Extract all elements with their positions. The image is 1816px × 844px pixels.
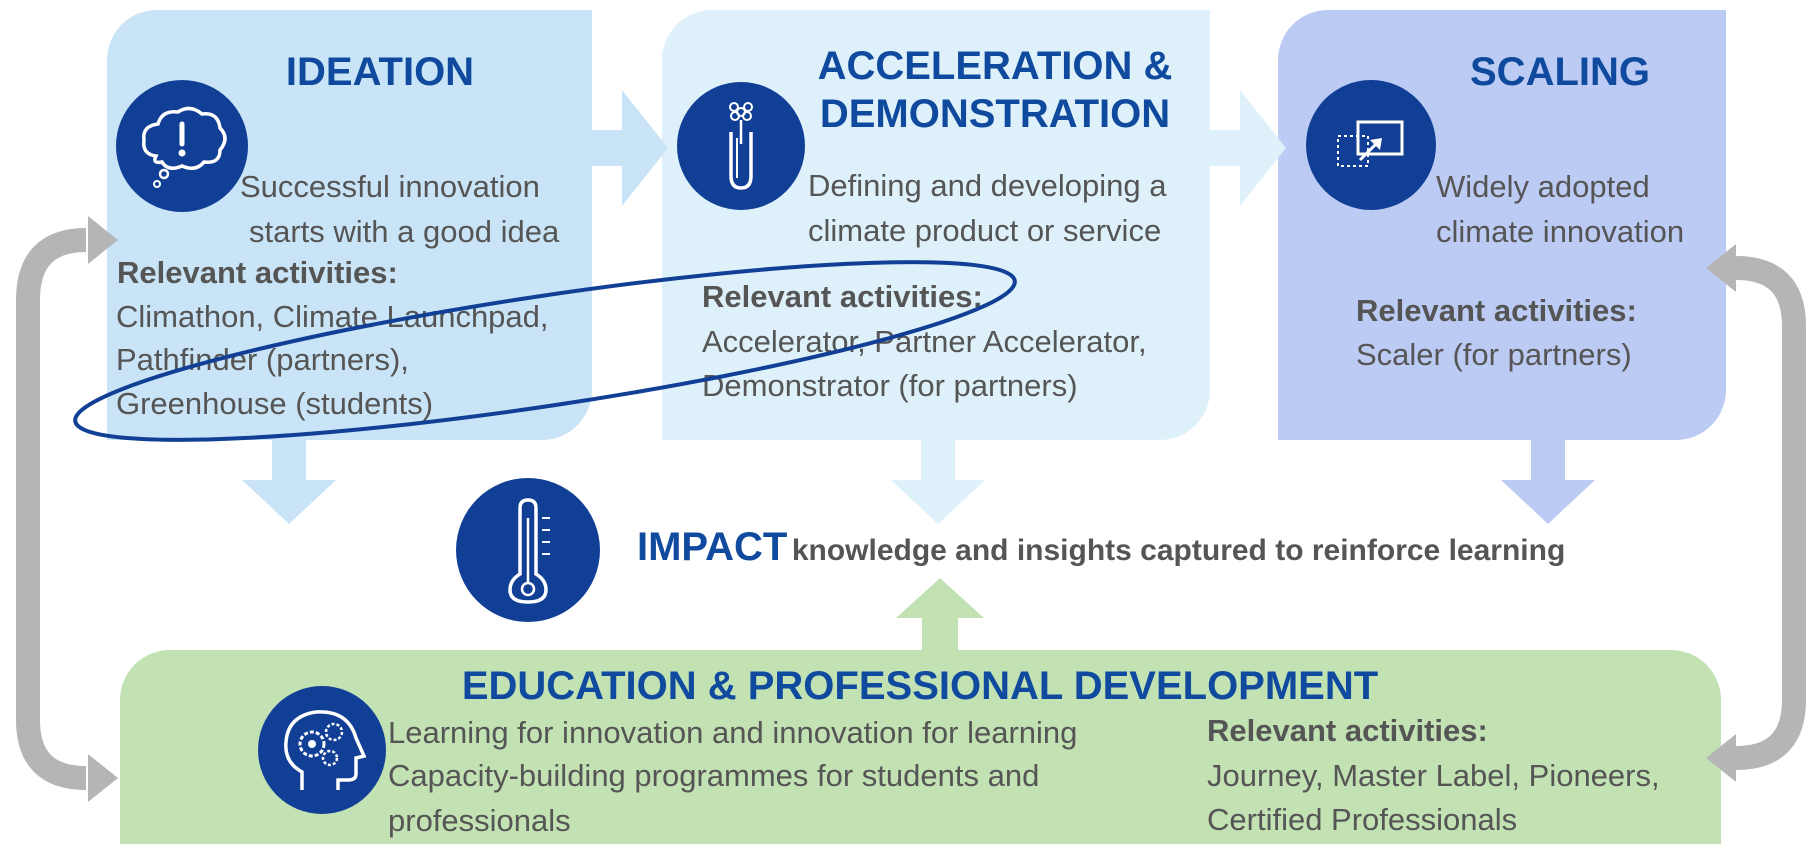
scaling-title: SCALING: [1470, 50, 1650, 94]
acceleration-to-scaling-arrow: [1210, 90, 1286, 206]
education-description-1: Learning for innovation and innovation f…: [388, 715, 1078, 750]
ideation-to-impact-arrow: [242, 440, 336, 524]
thermometer-icon: [508, 498, 550, 604]
ideation-activities-label: Relevant activities:: [117, 255, 398, 290]
left-cycle-arrowhead-top: [88, 216, 118, 264]
education-stage-box: [120, 650, 1721, 844]
acceleration-activities-label: Relevant activities:: [702, 279, 983, 314]
education-activity-1: Journey, Master Label, Pioneers,: [1207, 758, 1660, 793]
education-to-impact-arrow: [896, 578, 984, 650]
head-gears-icon: [284, 710, 367, 790]
acceleration-to-impact-arrow: [891, 440, 985, 524]
right-cycle-arrowhead-bottom: [1706, 734, 1736, 782]
acceleration-tagline-line2: climate product or service: [808, 213, 1162, 248]
ideation-title: IDEATION: [285, 50, 475, 94]
impact-icon-circle: [456, 478, 600, 622]
scaling-icon-circle: [1306, 80, 1436, 210]
scaling-tagline-line1: Widely adopted: [1436, 169, 1650, 204]
scaling-activity-1: Scaler (for partners): [1356, 337, 1632, 372]
scaling-tagline-line2: climate innovation: [1436, 214, 1685, 249]
education-activity-2: Certified Professionals: [1207, 802, 1518, 837]
ideation-to-acceleration-arrow: [592, 90, 668, 206]
acceleration-icon-circle: [677, 82, 805, 210]
impact-text: IMPACT knowledge and insights captured t…: [637, 525, 1565, 570]
education-title: EDUCATION & PROFESSIONAL DEVELOPMENT: [461, 664, 1379, 708]
acceleration-title-line2: DEMONSTRATION: [819, 92, 1171, 136]
left-cycle-arrowhead-bottom: [88, 754, 118, 802]
education-activities-label: Relevant activities:: [1207, 713, 1488, 748]
idea-thought-bubble-icon: [142, 106, 227, 188]
ideation-tagline-line2: starts with a good idea: [249, 214, 560, 249]
education-description-3: professionals: [388, 803, 571, 838]
impact-label: IMPACT: [637, 525, 788, 569]
scaling-activities-label: Relevant activities:: [1356, 293, 1637, 328]
acceleration-activity-2: Demonstrator (for partners): [702, 368, 1078, 403]
acceleration-tagline-line1: Defining and developing a: [808, 168, 1167, 203]
right-cycle-arrow: [1735, 256, 1806, 770]
ideation-activity-3: Greenhouse (students): [116, 386, 434, 421]
education-icon-circle: [258, 686, 386, 814]
scale-up-expand-icon: [1337, 120, 1404, 167]
scaling-to-impact-arrow: [1501, 440, 1595, 524]
ideation-icon-circle: [116, 80, 248, 212]
left-cycle-arrow: [16, 228, 87, 790]
highlight-ellipse: [73, 260, 1017, 442]
education-description-2: Capacity-building programmes for student…: [388, 758, 1040, 793]
test-tube-plant-icon: [729, 102, 753, 190]
ideation-tagline-line1: Successful innovation: [240, 169, 540, 204]
acceleration-title-line1: ACCELERATION &: [817, 44, 1173, 88]
right-cycle-arrowhead-top: [1706, 244, 1736, 292]
impact-description: knowledge and insights captured to reinf…: [791, 534, 1566, 567]
